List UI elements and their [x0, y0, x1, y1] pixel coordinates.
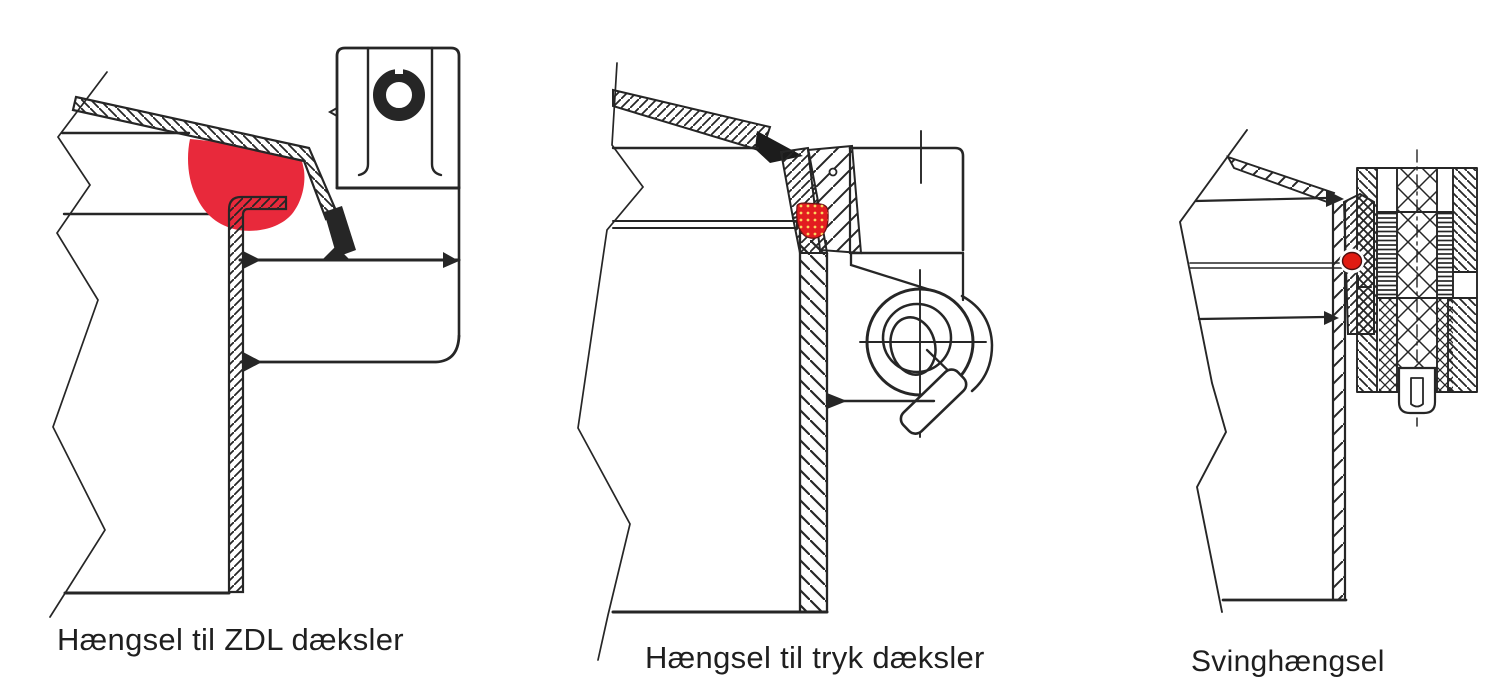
- weld-triangle: [243, 352, 262, 372]
- right-thread-section: [1437, 212, 1453, 298]
- cover-surface-line: [1194, 196, 1328, 203]
- cover-sheet-hatched: [71, 95, 339, 221]
- knob-boss-arc: [960, 294, 994, 393]
- profile-seal: [796, 202, 829, 239]
- figure-caption-zdl: Hængsel til ZDL dæksler: [57, 622, 404, 657]
- o-ring-seal: [1341, 251, 1363, 271]
- right-plate-lower-hatched: [1448, 298, 1477, 392]
- shoulder-lines: [849, 251, 965, 302]
- figure-caption-sving: Svinghængsel: [1191, 645, 1385, 678]
- hinge-pin-ring: [373, 69, 425, 121]
- left-thread-section: [1377, 212, 1397, 298]
- break-line: [1178, 129, 1248, 613]
- bolt: [1397, 366, 1437, 427]
- weld-triangle: [1324, 311, 1339, 325]
- housing-inner-walls: [357, 46, 443, 177]
- hinge-block: [1356, 149, 1478, 427]
- weld-triangle: [322, 246, 350, 260]
- bracket-bottom-line: [239, 334, 461, 364]
- pressure-hinge-drawing: [577, 62, 994, 661]
- cover-interface-lines: [1189, 262, 1344, 269]
- knob-inner-circle: [881, 302, 953, 374]
- weld-junction: [324, 206, 356, 257]
- hinge-block-outline: [848, 146, 965, 252]
- snap-ring-gap: [395, 66, 403, 74]
- locking-knob: [859, 269, 994, 438]
- break-line: [49, 71, 108, 618]
- weld-triangle: [827, 393, 847, 409]
- hinge-pin-housing: [335, 46, 461, 189]
- zdl-hinge-drawing: [49, 46, 461, 618]
- pivot-dot: [828, 167, 838, 177]
- left-lower-crosshatch: [1379, 298, 1397, 392]
- tank-flange-lines: [612, 220, 798, 229]
- bolt-pin: [1410, 377, 1424, 408]
- right-plate-hatched: [1453, 168, 1477, 272]
- tank-rim-hook-hatched: [227, 195, 288, 594]
- cover-sheet-hatched: [612, 88, 772, 153]
- cover-top-sheet-hatched: [1226, 155, 1336, 205]
- weld-triangle: [443, 252, 459, 268]
- weld-triangle: [243, 251, 261, 269]
- swing-hinge-drawing: [1178, 129, 1478, 613]
- seal-dot-texture: [796, 203, 829, 239]
- housing-left-tab: [327, 107, 338, 117]
- figure-caption-tryk: Hængsel til tryk dæksler: [645, 640, 985, 675]
- bracket-step: [1357, 275, 1372, 288]
- tank-wall-hatched: [798, 227, 829, 614]
- cover-lower-line: [1197, 315, 1326, 321]
- break-line: [577, 62, 645, 661]
